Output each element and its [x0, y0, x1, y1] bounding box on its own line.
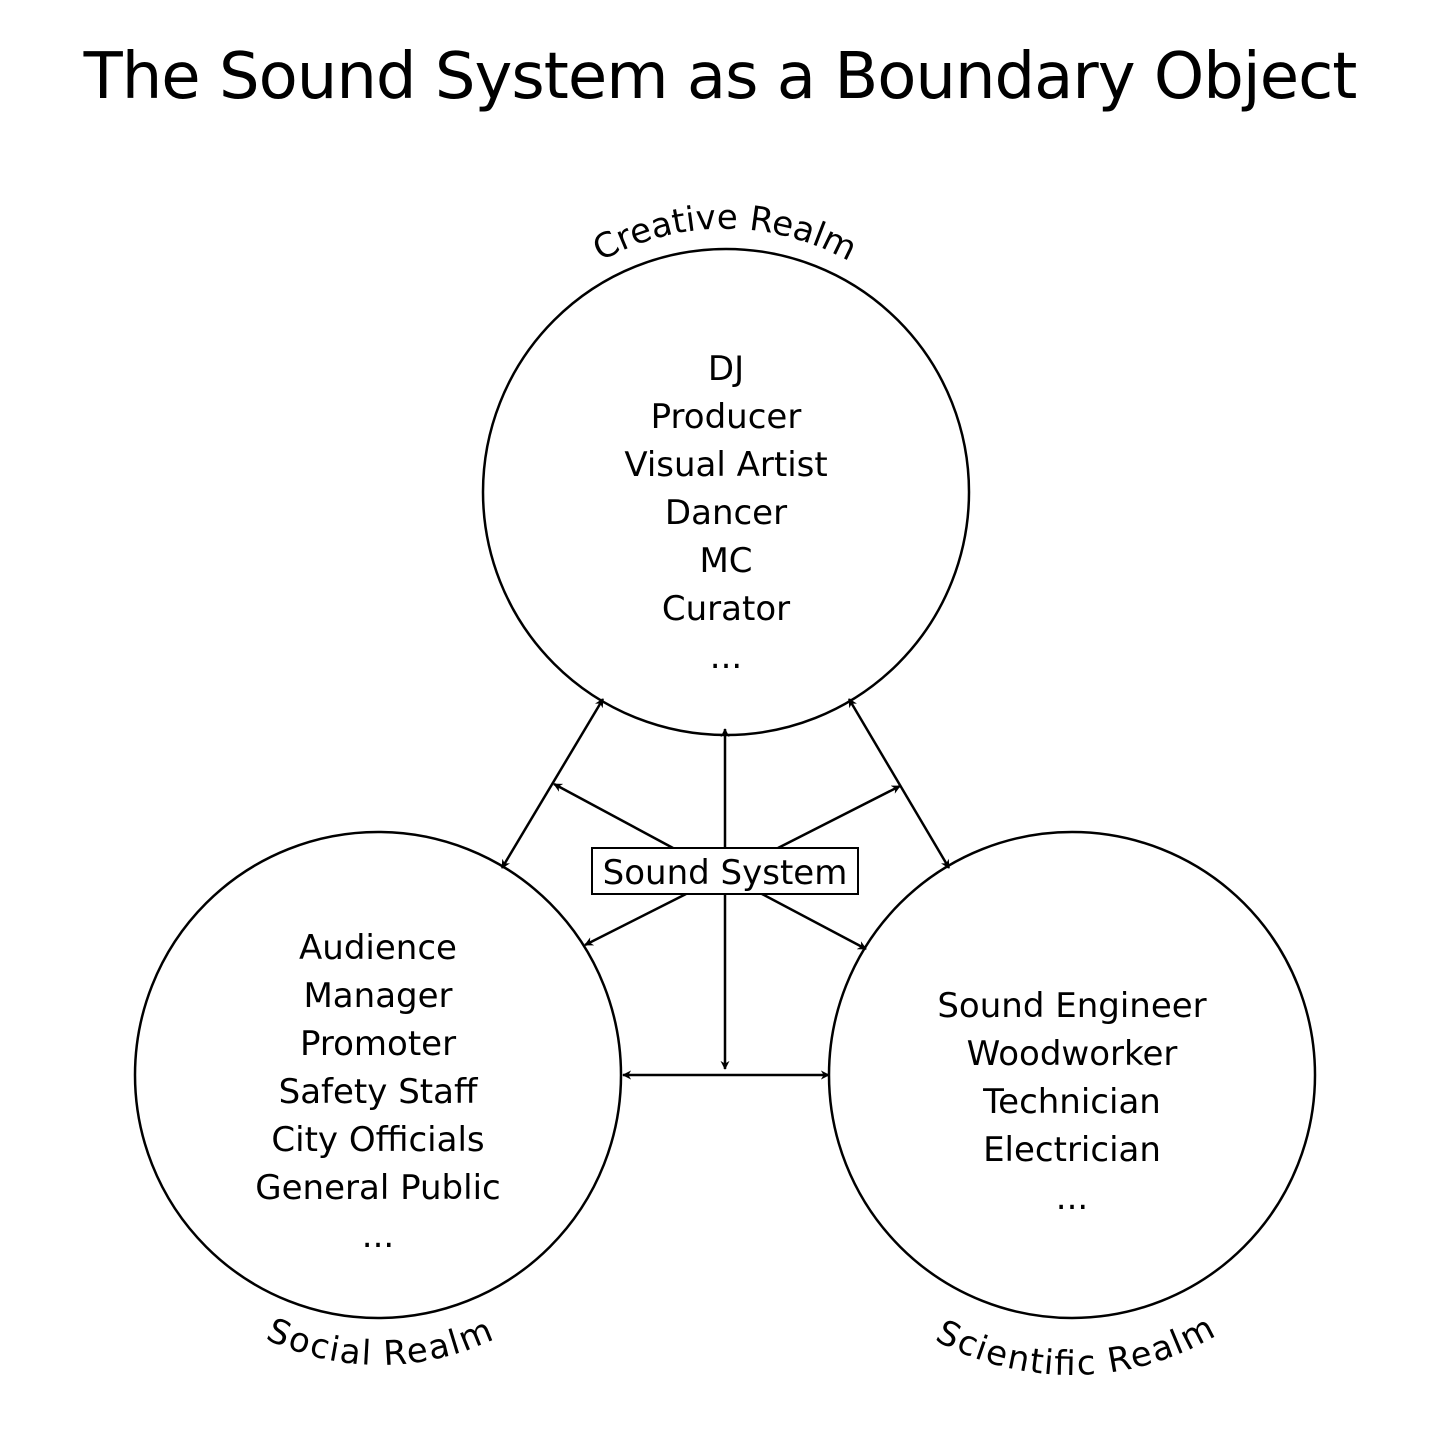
arrow-hub-to-creative-scientific-link [777, 784, 901, 850]
sound-system-label: Sound System [603, 853, 848, 893]
social-item: Manager [303, 976, 452, 1016]
creative-realm-label: Creative Realm [587, 198, 863, 270]
arrow-hub-to-creative-social-link [553, 782, 674, 850]
scientific-realm-circle [827, 830, 1317, 1320]
creative-items: DJ Producer Visual Artist Dancer MC Cura… [624, 349, 827, 677]
social-item: ... [362, 1216, 394, 1256]
creative-item: Curator [662, 589, 790, 629]
scientific-item: Electrician [983, 1130, 1161, 1170]
scientific-items: Sound Engineer Woodworker Technician Ele… [937, 986, 1206, 1218]
scientific-item: Sound Engineer [937, 986, 1206, 1026]
arrow-creative-social [500, 698, 605, 869]
sound-system-hub: Sound System [591, 847, 859, 895]
diagram-title: The Sound System as a Boundary Object [83, 40, 1358, 114]
scientific-realm-label: Scientific Realm [930, 1308, 1221, 1384]
creative-item: DJ [708, 349, 744, 389]
creative-item: Producer [651, 397, 802, 437]
creative-item: ... [710, 637, 742, 677]
scientific-item: ... [1056, 1178, 1088, 1218]
arrow-creative-scientific [847, 698, 951, 869]
scientific-item: Technician [982, 1082, 1161, 1122]
creative-item: Visual Artist [624, 445, 827, 485]
social-realm-label-text: Social Realm [261, 1310, 498, 1374]
social-item: General Public [255, 1168, 500, 1208]
social-items: Audience Manager Promoter Safety Staff C… [255, 928, 500, 1256]
social-item: Promoter [300, 1024, 456, 1064]
social-realm-circle [133, 830, 623, 1320]
social-realm-label: Social Realm [261, 1310, 498, 1374]
social-item: City Officials [271, 1120, 484, 1160]
social-item: Audience [299, 928, 457, 968]
social-item: Safety Staff [279, 1072, 479, 1112]
arrow-hub-to-scientific [761, 892, 867, 951]
creative-item: MC [699, 541, 752, 581]
creative-realm-label-text: Creative Realm [587, 198, 863, 270]
sound-system-box [591, 847, 859, 895]
scientific-item: Woodworker [967, 1034, 1178, 1074]
scientific-realm-label-text: Scientific Realm [930, 1308, 1221, 1384]
creative-item: Dancer [665, 493, 787, 533]
arrow-hub-to-social [584, 892, 687, 947]
